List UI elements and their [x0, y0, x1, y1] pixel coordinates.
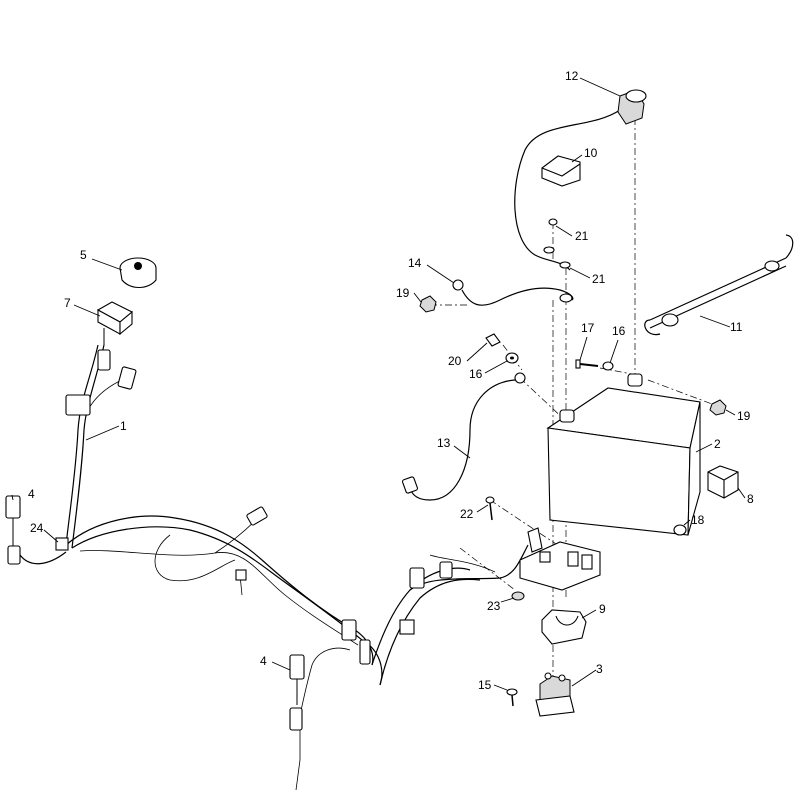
callout-20: 20: [448, 354, 462, 368]
nut-right: [709, 399, 727, 416]
callout-22: 22: [460, 507, 474, 521]
battery-hold-down-rod: [644, 234, 794, 336]
callout-7: 7: [64, 296, 71, 310]
callout-16: 16: [612, 324, 626, 338]
harness-plug: [439, 561, 453, 579]
rocker-switch: [96, 301, 133, 345]
screw-22: [485, 496, 495, 521]
callout-4: 4: [28, 487, 35, 501]
screw-23: [511, 591, 525, 601]
battery-cable: [401, 372, 526, 501]
harness-connectors: [55, 349, 453, 665]
harness-plug: [409, 567, 425, 589]
harness-plug-upper: [246, 506, 268, 526]
ignition-switch: [119, 257, 157, 289]
relay-bottom: [289, 654, 305, 731]
callout-17: 17: [581, 321, 595, 335]
leader-lines: [11, 77, 746, 691]
harness-clip: [341, 619, 357, 641]
clip-20: [485, 333, 501, 347]
callout-15: 15: [478, 678, 492, 692]
callout-2: 2: [714, 437, 721, 451]
plug-18: [673, 524, 687, 536]
harness-plug: [97, 349, 111, 371]
callout-19: 19: [737, 409, 751, 423]
relay-8: [707, 465, 739, 499]
callout-1: 1: [120, 419, 127, 433]
callout-5: 5: [80, 248, 87, 262]
harness-connector-block: [65, 394, 91, 416]
fuse-block: [519, 527, 601, 591]
callout-11: 11: [730, 320, 743, 334]
terminal-boot-cable: [514, 89, 647, 271]
callout-23: 23: [487, 599, 501, 613]
screw-15: [506, 688, 518, 707]
callout-18: 18: [691, 513, 705, 527]
battery: [546, 373, 701, 536]
callout-21: 21: [592, 272, 606, 286]
harness-clip: [399, 619, 415, 635]
harness-plug: [117, 366, 137, 390]
starter-solenoid: [535, 672, 575, 717]
callout-19: 19: [396, 286, 410, 300]
callout-13: 13: [437, 436, 451, 450]
callout-3: 3: [596, 662, 603, 676]
bolt-17: [575, 359, 599, 369]
relay-left: [5, 495, 21, 565]
terminal-cover: [541, 155, 581, 187]
callout-4: 4: [260, 654, 267, 668]
callout-24: 24: [30, 521, 44, 535]
ground-cable-short: [452, 279, 574, 306]
callout-8: 8: [747, 492, 754, 506]
harness-clip: [235, 569, 247, 581]
washer-16-left: [505, 352, 519, 364]
callout-9: 9: [599, 602, 606, 616]
solenoid-bracket: [541, 609, 587, 645]
terminal-bolts: [543, 218, 571, 269]
harness-clip: [359, 639, 371, 665]
washer-16-right: [602, 361, 614, 371]
harness-clip: [55, 537, 69, 551]
callout-21: 21: [575, 229, 589, 243]
callout-16: 16: [469, 367, 483, 381]
callout-12: 12: [565, 69, 579, 83]
nut-left: [419, 295, 437, 313]
callout-numbers: 12 10 21 21 14 19 11 17 16 20 16 19 13 2…: [28, 69, 754, 692]
callout-10: 10: [584, 146, 598, 160]
callout-14: 14: [408, 256, 422, 270]
